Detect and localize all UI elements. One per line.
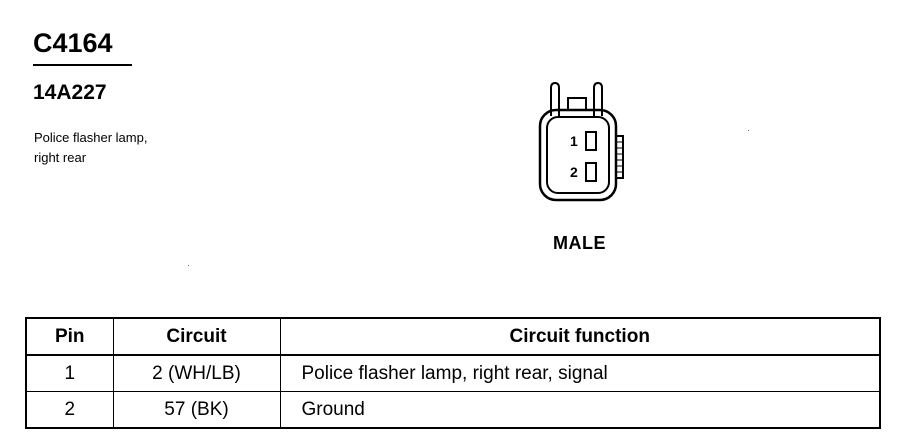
connector-shell-outer	[538, 108, 618, 202]
description-line-2: right rear	[34, 150, 87, 165]
connector-shell-inner	[546, 116, 610, 194]
connector-description: Police flasher lamp, right rear	[34, 128, 234, 168]
header-circuit-function: Circuit function	[279, 317, 881, 356]
cell-circuit-function: Police flasher lamp, right rear, signal	[279, 354, 881, 392]
cavity-label-1: 1	[570, 133, 578, 149]
part-number: 14A227	[33, 81, 107, 104]
table-row: 1 2 (WH/LB) Police flasher lamp, right r…	[25, 354, 881, 392]
connector-id-underline	[33, 64, 132, 66]
scan-speck	[748, 130, 749, 131]
table-row: 2 57 (BK) Ground	[25, 391, 881, 429]
connector-face-diagram: 1 2	[538, 81, 624, 202]
header-pin: Pin	[25, 317, 114, 356]
connector-gender-label: MALE	[553, 233, 606, 253]
pin-circuit-table: Pin Circuit Circuit function 1 2 (WH/LB)…	[25, 317, 881, 429]
scan-speck	[188, 265, 189, 266]
table-header-row: Pin Circuit Circuit function	[25, 317, 881, 356]
description-line-1: Police flasher lamp,	[34, 130, 148, 145]
pin-cavity-2	[585, 162, 597, 182]
cell-circuit-function: Ground	[279, 391, 881, 429]
center-latch	[567, 97, 587, 111]
cell-pin: 1	[25, 354, 114, 392]
left-prong	[550, 81, 560, 116]
cavity-label-2: 2	[570, 164, 578, 180]
side-tab	[616, 135, 624, 179]
header-circuit: Circuit	[112, 317, 281, 356]
connector-id: C4164	[33, 28, 113, 58]
cell-circuit: 57 (BK)	[112, 391, 281, 429]
pin-cavity-1	[585, 131, 597, 151]
cell-pin: 2	[25, 391, 114, 429]
right-prong	[593, 81, 603, 116]
cell-circuit: 2 (WH/LB)	[112, 354, 281, 392]
